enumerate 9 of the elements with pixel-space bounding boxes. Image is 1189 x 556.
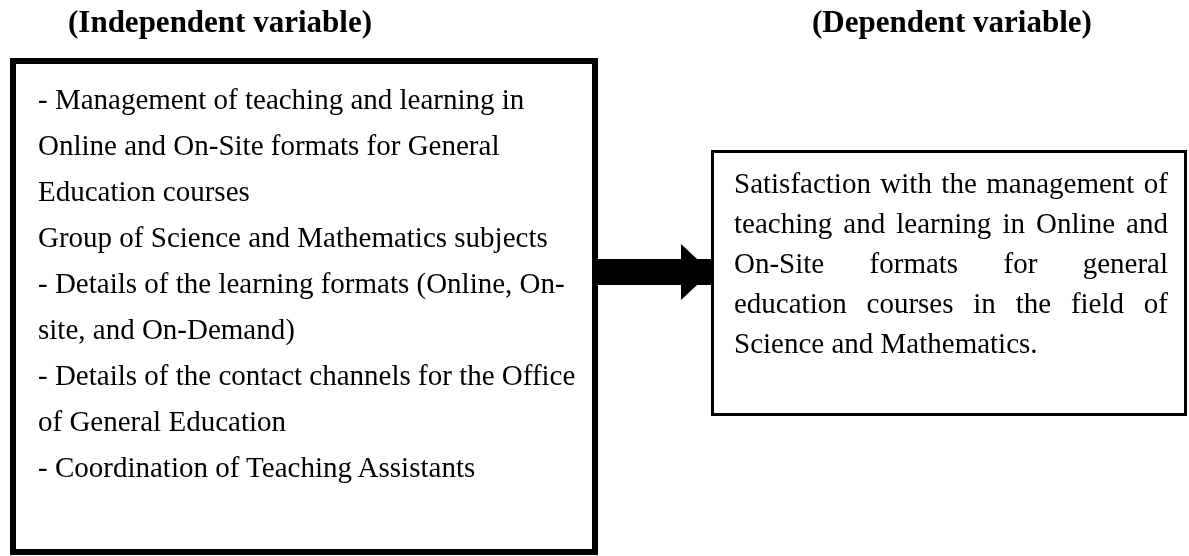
variable-text: - Details of the contact channels for the Office of General Education (38, 358, 577, 439)
column-heading: (Independent variable) (68, 4, 372, 40)
variable-text: - Coordination of Teaching Assistants (38, 450, 477, 485)
variable-text: Satisfaction with the management of teaching and learning in Online and On-Site formats for general education courses in the field of Science and Mathematics. (734, 166, 1168, 361)
block-arrow (598, 244, 711, 300)
variable-text: - Management of teaching and learning in Online and On-Site formats for General Education courses (38, 82, 526, 209)
column-heading: (Dependent variable) (812, 4, 1092, 40)
variable-text: Group of Science and Mathematics subjects (38, 220, 549, 255)
variable-text: - Details of the learning formats (Online, On-site, and On-Demand) (38, 266, 566, 347)
